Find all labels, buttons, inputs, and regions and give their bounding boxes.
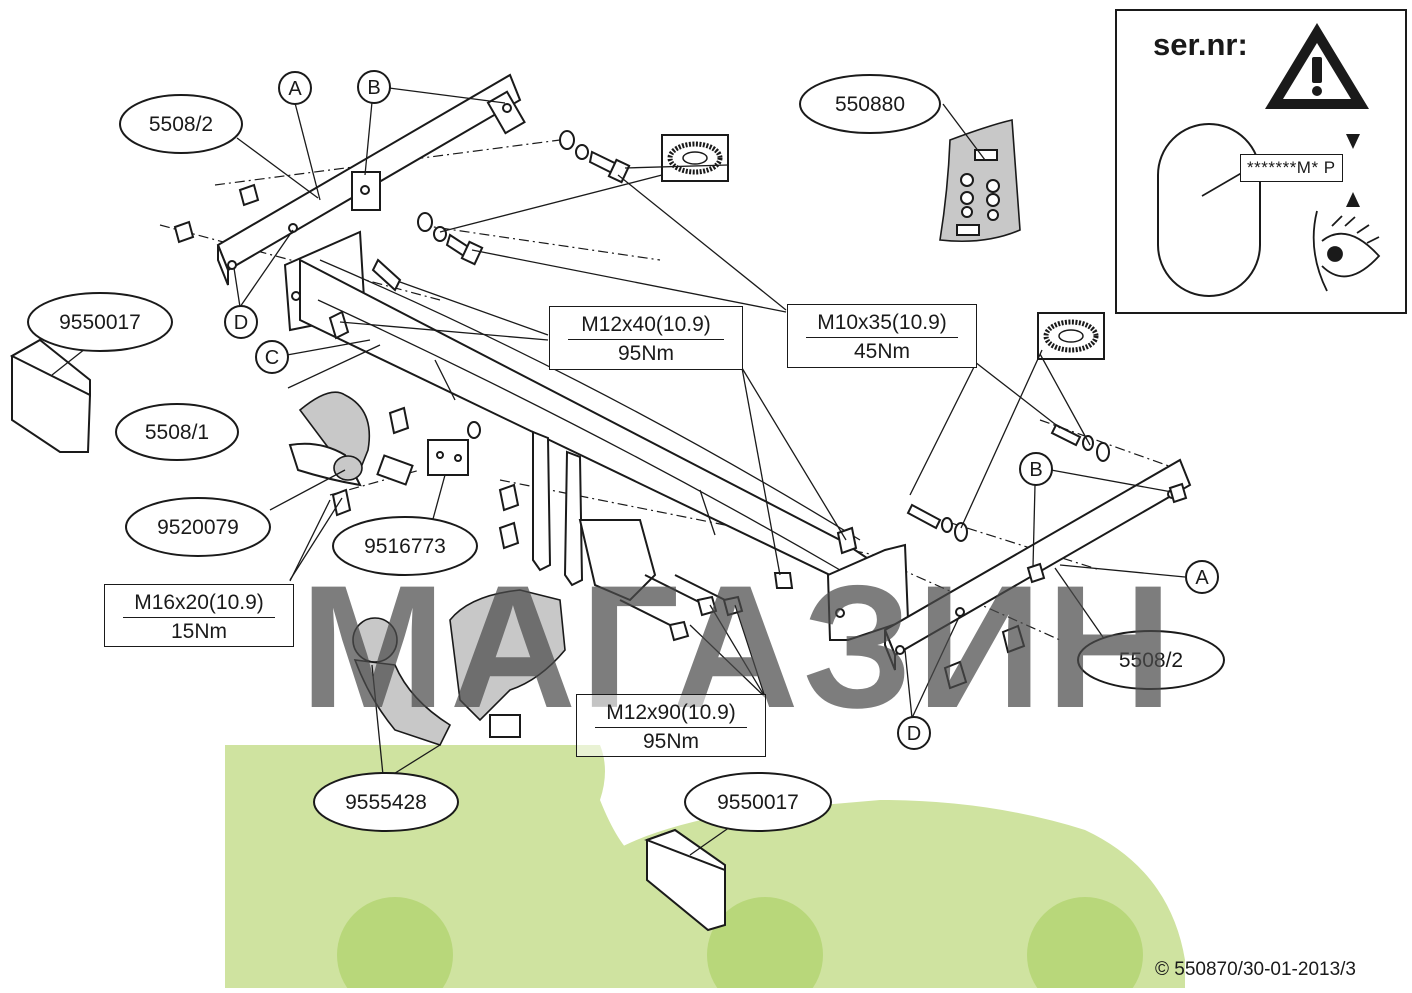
serial-number-label: ser.nr: <box>1153 27 1248 62</box>
warning-triangle-icon <box>1265 23 1369 109</box>
arrow-down-icon <box>1346 134 1360 149</box>
spec-m12x40-bolt: M12x40(10.9) <box>568 311 724 340</box>
marker-b-right: B <box>1029 459 1042 481</box>
spec-box-m16x20: M16x20(10.9) 15Nm <box>104 584 294 647</box>
arrow-up-icon <box>1346 192 1360 207</box>
part-callouts: 5508/2 550880 9550017 5508/1 9520079 951… <box>27 74 1225 832</box>
mounting-plate-right <box>883 458 1192 671</box>
socket-bracket <box>288 391 481 487</box>
callout-550880: 550880 <box>835 93 905 116</box>
callout-9520079-shape <box>125 497 271 557</box>
spec-m12x90-bolt: M12x90(10.9) <box>595 699 747 728</box>
spec-m12x90-torque: 95Nm <box>642 730 700 753</box>
lock-washers <box>661 134 1105 360</box>
spec-box-m12x90: M12x90(10.9) 95Nm <box>576 694 766 757</box>
spec-m12x40-torque: 95Nm <box>617 342 675 365</box>
letter-markers: A B C D B A D <box>224 70 1219 750</box>
spec-m16x20-torque: 15Nm <box>170 620 228 643</box>
callout-5508-2-right: 5508/2 <box>1119 649 1183 672</box>
spec-m16x20-bolt: M16x20(10.9) <box>123 589 275 618</box>
callout-9550017-left-shape <box>27 292 173 352</box>
callout-5508-1: 5508/1 <box>145 421 209 444</box>
center-brackets <box>532 430 657 602</box>
marker-a-top: A <box>288 78 302 100</box>
spec-box-m10x35: M10x35(10.9) 45Nm <box>787 304 977 368</box>
callout-9550017-left: 9550017 <box>59 311 141 334</box>
serial-number-panel: ser.nr: *******M* P <box>1115 9 1407 314</box>
callout-5508-2-right-shape <box>1077 630 1225 690</box>
bolt-bag <box>939 119 1021 243</box>
callout-9516773: 9516773 <box>364 535 446 558</box>
callout-5508-2-top-shape <box>119 94 243 154</box>
serial-code-tag: *******M* P <box>1240 154 1343 182</box>
fasteners <box>173 130 1188 690</box>
tow-ball-outline <box>1157 123 1261 297</box>
marker-a-right: A <box>1195 567 1209 589</box>
callout-9520079: 9520079 <box>157 516 239 539</box>
callout-9550017-bottom: 9550017 <box>717 791 799 814</box>
copyright-notice: © 550870/30-01-2013/3 <box>1155 959 1356 980</box>
callout-550880-shape <box>799 74 941 134</box>
cross-beam <box>283 230 910 641</box>
socket-boxes <box>9 338 726 932</box>
callout-5508-2-top: 5508/2 <box>149 113 213 136</box>
mounting-plate-top <box>216 73 526 286</box>
warning-graphics <box>1157 23 1381 297</box>
callout-9516773-shape <box>332 516 478 576</box>
callout-9550017-bottom-shape <box>684 772 832 832</box>
marker-b-top: B <box>367 77 380 99</box>
marker-d-right: D <box>907 723 921 745</box>
marker-d-left: D <box>234 312 248 334</box>
tow-ball <box>352 589 566 746</box>
marker-c: C <box>265 347 279 369</box>
spec-m10x35-bolt: M10x35(10.9) <box>806 309 958 338</box>
callout-9555428: 9555428 <box>345 791 427 814</box>
spec-m10x35-torque: 45Nm <box>853 340 911 363</box>
eye-icon <box>1312 210 1381 292</box>
callout-9555428-shape <box>313 772 459 832</box>
leader-lines <box>51 87 1186 856</box>
spec-box-m12x40: M12x40(10.9) 95Nm <box>549 306 743 370</box>
callout-5508-1-shape <box>115 403 239 461</box>
